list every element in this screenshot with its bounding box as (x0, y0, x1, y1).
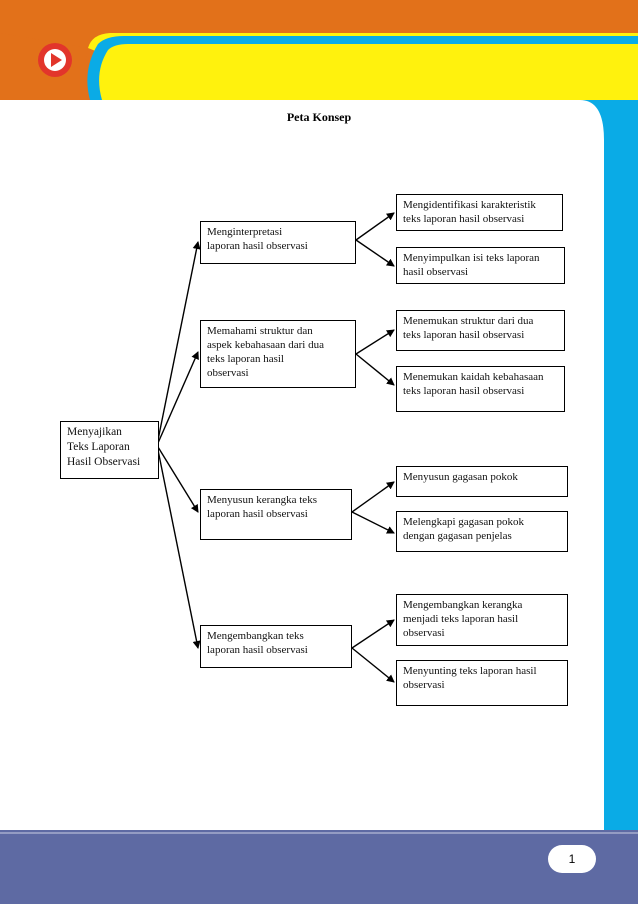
branch-node-menyusun: Menyusun kerangka teks laporan hasil obs… (200, 489, 352, 540)
connector-branch-1-child-1 (355, 212, 395, 241)
leaf-node-kaidah: Menemukan kaidah kebahasaan teks laporan… (396, 366, 565, 412)
leaf-node-line: dengan gagasan penjelas (403, 530, 512, 542)
branch-node-interpretasi: Menginterpretasi laporan hasil observasi (200, 221, 356, 264)
connector-branch-3-child-2 (351, 511, 395, 534)
leaf-node-line: Menyimpulkan isi teks laporan (403, 252, 540, 264)
branch-node-memahami: Memahami struktur dan aspek kebahasaan d… (200, 320, 356, 388)
yellow-header-fill (99, 44, 638, 100)
leaf-node-line: teks laporan hasil observasi (403, 213, 525, 225)
leaf-node-line: Menyusun gagasan pokok (403, 471, 518, 483)
leaf-node-line: Mengembangkan kerangka (403, 599, 523, 611)
branch-node-line: observasi (207, 367, 249, 379)
branch-node-line: laporan hasil observasi (207, 508, 308, 520)
branch-node-line: laporan hasil observasi (207, 644, 308, 656)
branch-node-line: Mengembangkan teks (207, 630, 304, 642)
connector-root-branch-2 (157, 351, 199, 444)
leaf-node-line: observasi (403, 679, 445, 691)
page-number: 1 (548, 845, 596, 873)
leaf-node-struktur: Menemukan struktur dari dua teks laporan… (396, 310, 565, 351)
connector-branch-2-child-2 (355, 353, 395, 386)
leaf-node-gagasan-penjelas: Melengkapi gagasan pokok dengan gagasan … (396, 511, 568, 552)
root-node-line: Teks Laporan (67, 441, 130, 453)
leaf-node-line: Menyunting teks laporan hasil (403, 665, 537, 677)
connector-branch-3-child-1 (351, 481, 395, 513)
leaf-node-line: Menemukan kaidah kebahasaan (403, 371, 544, 383)
leaf-node-line: observasi (403, 627, 445, 639)
branch-node-line: laporan hasil observasi (207, 240, 308, 252)
leaf-node-line: Mengidentifikasi karakteristik (403, 199, 536, 211)
footer-band (0, 830, 638, 904)
connector-root-branch-1 (157, 241, 201, 441)
play-icon[interactable] (38, 43, 72, 77)
connector-branch-1-child-2 (355, 239, 395, 267)
leaf-node-line: teks laporan hasil observasi (403, 385, 525, 397)
leaf-node-menyunting: Menyunting teks laporan hasil observasi (396, 660, 568, 706)
leaf-node-line: teks laporan hasil observasi (403, 329, 525, 341)
leaf-node-line: hasil observasi (403, 266, 469, 278)
branch-node-line: teks laporan hasil (207, 353, 284, 365)
connector-root-branch-4 (157, 449, 201, 649)
branch-node-line: Menyusun kerangka teks (207, 494, 317, 506)
connector-branch-2-child-1 (355, 329, 395, 355)
leaf-node-line: menjadi teks laporan hasil (403, 613, 519, 625)
page-title: Peta Konsep (286, 110, 352, 124)
root-node-line: Hasil Observasi (67, 456, 141, 468)
connector-branch-4-child-1 (351, 619, 395, 649)
branch-node-line: Menginterpretasi (207, 226, 283, 238)
root-node-line: Menyajikan (67, 426, 122, 438)
root-node: Menyajikan Teks Laporan Hasil Observasi (60, 421, 159, 479)
connector-root-branch-3 (157, 446, 199, 513)
leaf-node-line: Menemukan struktur dari dua (403, 315, 534, 327)
leaf-node-kerangka: Mengembangkan kerangka menjadi teks lapo… (396, 594, 568, 646)
branch-node-line: aspek kebahasaan dari dua (207, 339, 324, 351)
branch-node-line: Memahami struktur dan (207, 325, 313, 337)
leaf-node-line: Melengkapi gagasan pokok (403, 516, 524, 528)
leaf-node-identifikasi: Mengidentifikasi karakteristik teks lapo… (396, 194, 563, 231)
leaf-node-gagasan-pokok: Menyusun gagasan pokok (396, 466, 568, 497)
connector-branch-4-child-2 (351, 647, 395, 683)
leaf-node-simpulkan: Menyimpulkan isi teks laporan hasil obse… (396, 247, 565, 284)
branch-node-mengembangkan: Mengembangkan teks laporan hasil observa… (200, 625, 352, 668)
